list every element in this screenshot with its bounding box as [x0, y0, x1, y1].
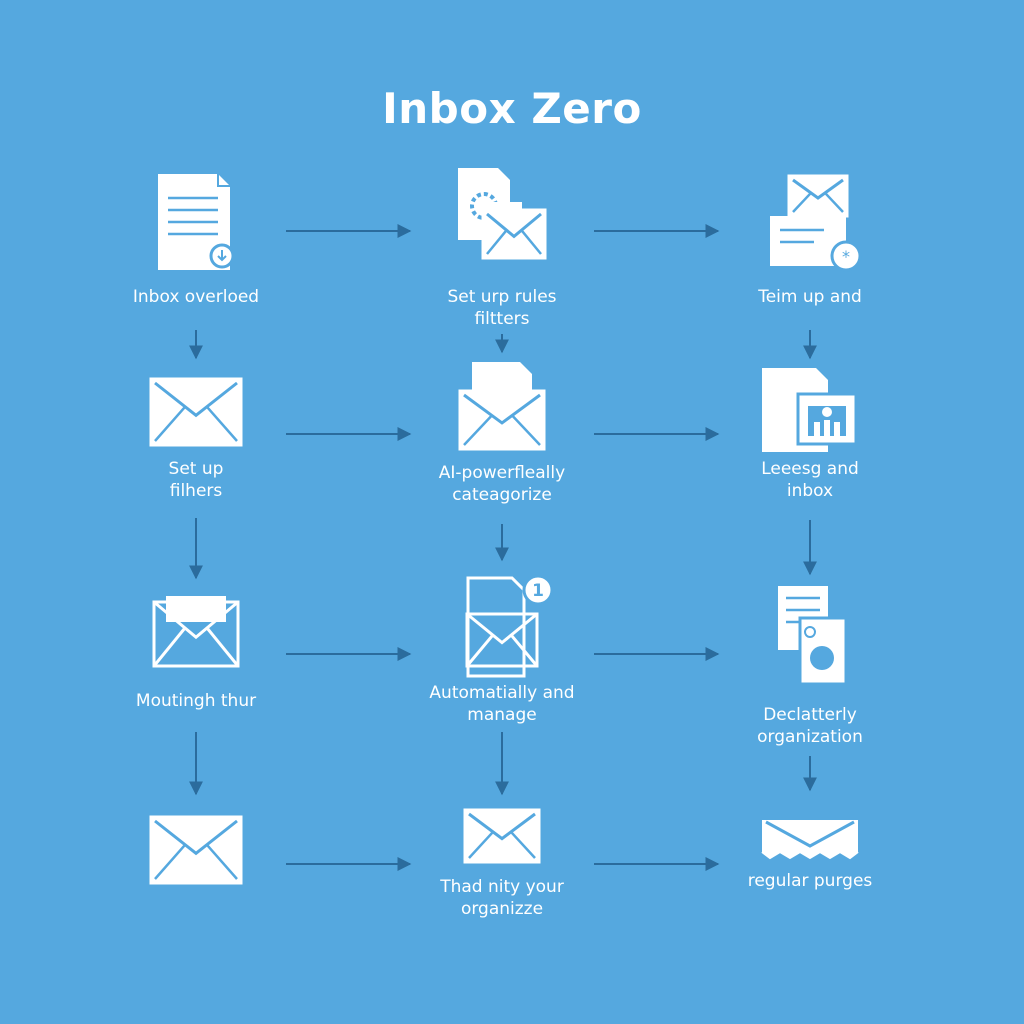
node-label: Automatially and manage: [429, 683, 575, 725]
mail-notification-icon: 1: [465, 574, 554, 678]
envelope-icon: [463, 808, 541, 864]
node-label: AI-powerfleally cateagorize: [438, 463, 566, 505]
node-label: Inbox overloed: [132, 287, 260, 307]
node-label: Thad nity your organizze: [440, 877, 564, 919]
torn-envelope-icon: [761, 820, 859, 860]
envelope-icon: [149, 815, 243, 885]
envelope-icon: [149, 377, 243, 447]
gear-mail-icon: [458, 168, 547, 260]
open-envelope-icon: [152, 596, 240, 668]
node-label: Moutingh thur: [135, 691, 257, 711]
document-download-icon: [158, 174, 235, 270]
svg-text:*: *: [842, 247, 850, 266]
mail-star-icon: *: [770, 174, 862, 272]
node-label: Declatterly organization: [757, 705, 863, 747]
doc-virus-icon: [778, 586, 848, 686]
node-label: Set urp rules filtters: [447, 287, 557, 329]
svg-text:1: 1: [532, 581, 544, 601]
node-label: Set up filhers: [168, 459, 224, 501]
doc-envelope-icon: [458, 362, 546, 451]
node-label: Teim up and: [758, 287, 862, 307]
node-label: Leeesg and inbox: [761, 459, 859, 501]
node-label: regular purges: [747, 871, 873, 891]
folder-chart-icon: [762, 368, 858, 452]
diagram-title: Inbox Zero: [382, 84, 642, 133]
